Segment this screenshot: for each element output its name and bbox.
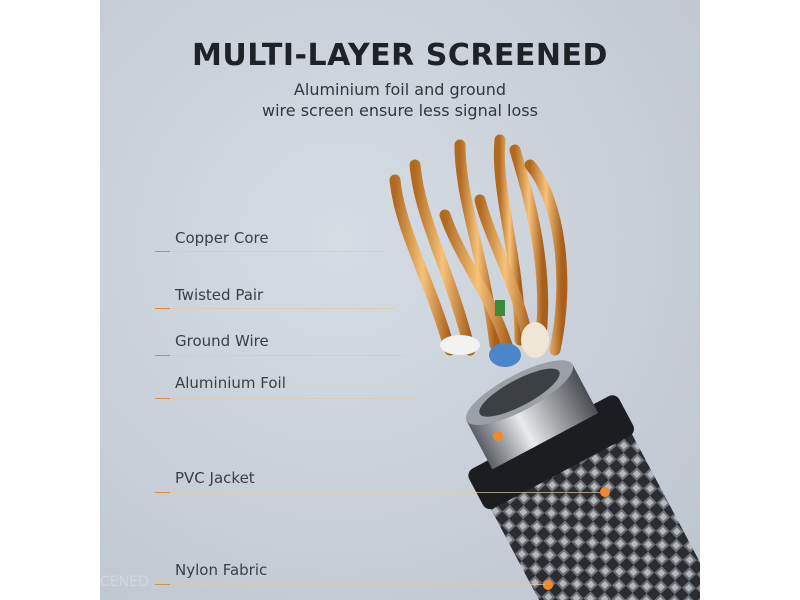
callout-dots [493,431,610,590]
leader-line [155,251,385,252]
layer-label-twisted-pair: Twisted Pair [175,286,264,304]
layer-label-nylon-fabric: Nylon Fabric [175,561,268,579]
cable-illustration [389,134,700,600]
layer-label-ground-wire: Ground Wire [175,332,269,350]
layer-label-aluminium-foil: Aluminium Foil [175,374,286,392]
wire-insulation [440,300,549,367]
layer-label-copper-core: Copper Core [175,229,269,247]
leader-line [155,584,545,585]
subtitle-line-2: wire screen ensure less signal loss [262,101,538,120]
leader-line [155,355,405,356]
product-infographic: MULTI-LAYER SCREENED Aluminium foil and … [100,0,700,600]
leader-line [155,398,415,399]
leader-line [155,308,395,309]
subtitle-line-1: Aluminium foil and ground [293,80,507,99]
page-title: MULTI-LAYER SCREENED [192,38,608,73]
nylon-braid [484,421,700,600]
leader-line [155,492,600,493]
layer-label-pvc-jacket: PVC Jacket [175,469,255,487]
watermark: CENED [100,574,149,590]
copper-wires [389,134,568,361]
cable-body [465,360,634,510]
